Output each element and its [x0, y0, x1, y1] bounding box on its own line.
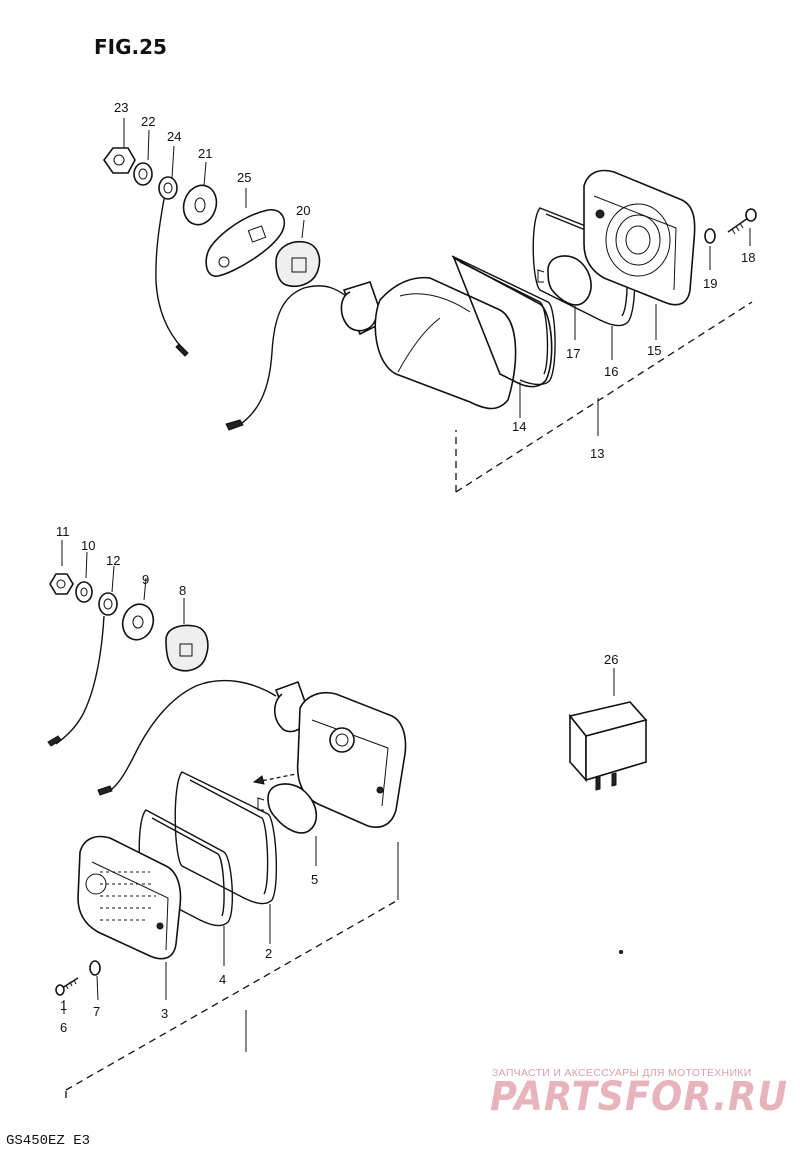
part-9-washer [121, 577, 155, 641]
callout-21: 21 [198, 146, 212, 161]
lower-callouts: 11 10 12 9 8 26 5 2 4 7 3 1 6 [56, 524, 618, 1035]
part-6-screw [55, 977, 79, 1014]
callout-18: 18 [741, 250, 755, 265]
part-19-washer [704, 228, 716, 270]
watermark-brand: PARTSFOR.RU [490, 1074, 788, 1120]
callout-8: 8 [179, 583, 186, 598]
part-21-washer [182, 161, 218, 226]
callout-17: 17 [566, 346, 580, 361]
lower-turn-signal-assembly [47, 540, 623, 1098]
callout-25: 25 [237, 170, 251, 185]
callout-9: 9 [142, 572, 149, 587]
callout-2: 2 [265, 946, 272, 961]
part-wire-lower [107, 679, 277, 793]
callout-23: 23 [114, 100, 128, 115]
callout-4: 4 [219, 972, 226, 987]
part-10-lock-washer [75, 551, 93, 603]
part-17-bulb [537, 255, 592, 340]
part-5-bulb [252, 773, 318, 866]
part-18-screw [727, 208, 757, 246]
part-26-turn-signal-relay [568, 668, 648, 791]
part-3-lens [77, 835, 182, 1000]
callout-12: 12 [106, 553, 120, 568]
wire-connector-lower [97, 785, 113, 796]
assembly-13-bracket [455, 301, 753, 493]
part-25-mounting-plate [205, 188, 286, 277]
callout-24: 24 [167, 129, 181, 144]
callout-13: 13 [590, 446, 604, 461]
callout-11: 11 [56, 524, 70, 539]
upper-callouts: 23 22 24 21 25 20 18 19 17 15 16 14 13 [114, 100, 755, 461]
part-housing-lower [273, 680, 407, 900]
part-8-rubber-grommet [165, 598, 209, 672]
callout-1: 1 [60, 998, 67, 1013]
part-housing-upper [225, 276, 517, 431]
callout-14: 14 [512, 419, 526, 434]
part-12-ground-wire [47, 565, 118, 747]
watermark-tagline: ЗАПЧАСТИ И АКСЕССУАРЫ ДЛЯ МОТОТЕХНИКИ [492, 1067, 752, 1079]
callout-5: 5 [311, 872, 318, 887]
upper-turn-signal-assembly [103, 118, 757, 493]
part-2-gasket [174, 771, 278, 944]
callout-19: 19 [703, 276, 717, 291]
part-4-gasket [138, 809, 233, 966]
stray-mark [619, 950, 623, 954]
callout-3: 3 [161, 1006, 168, 1021]
figure-title: FIG.25 [94, 35, 167, 59]
callout-15: 15 [647, 343, 661, 358]
callout-16: 16 [604, 364, 618, 379]
part-24-ground-wire [155, 145, 189, 357]
part-14-gasket [451, 255, 556, 418]
watermark: ЗАПЧАСТИ И АКСЕССУАРЫ ДЛЯ МОТОТЕХНИКИ PA… [490, 1067, 788, 1120]
part-20-rubber-grommet [275, 219, 321, 288]
part-22-lock-washer [133, 129, 153, 186]
part-7-washer [89, 960, 101, 1001]
assembly-1-bracket [65, 899, 399, 1098]
model-code: GS450EZ E3 [6, 1133, 90, 1149]
part-11-nut [49, 540, 74, 595]
callout-6: 6 [60, 1020, 67, 1035]
callout-10: 10 [81, 538, 95, 553]
callout-7: 7 [93, 1004, 100, 1019]
callout-22: 22 [141, 114, 155, 129]
callout-26: 26 [604, 652, 618, 667]
part-23-nut [103, 118, 136, 174]
callout-20: 20 [296, 203, 310, 218]
part-15-lens [583, 169, 696, 340]
